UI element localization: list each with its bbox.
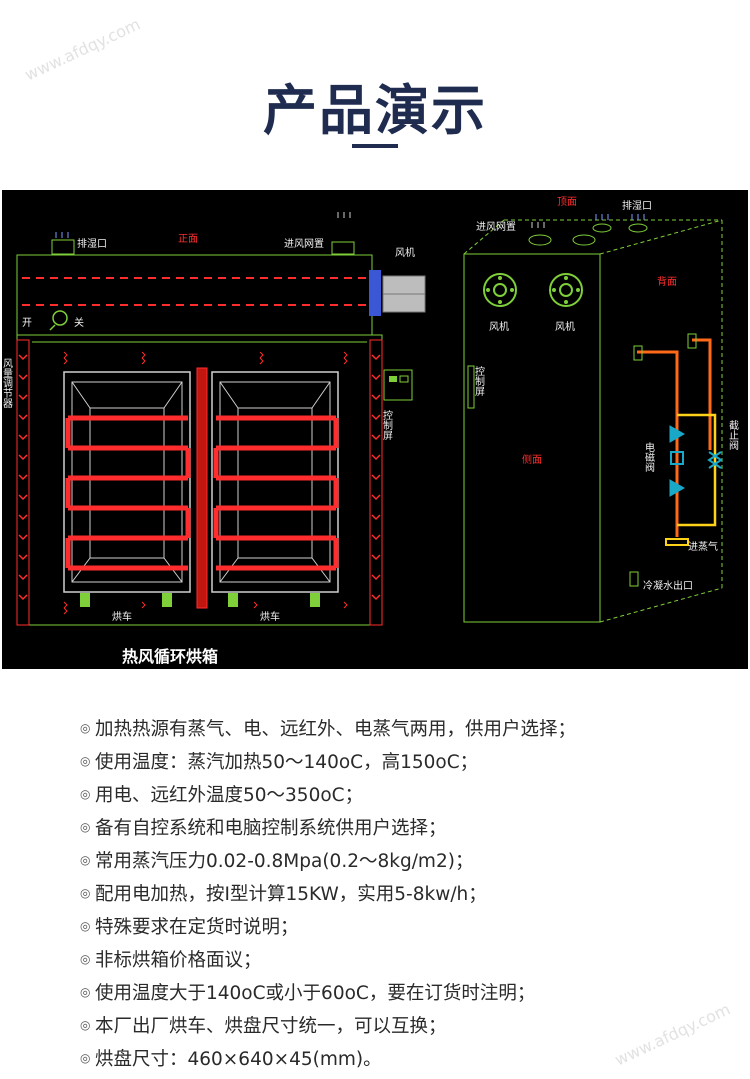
front-control-panel-icon <box>383 369 413 401</box>
spec-text: 非标烘箱价格面议； <box>95 949 262 971</box>
top-port-icon <box>528 234 552 246</box>
spec-item: ◎ 特殊要求在定货时说明； <box>80 909 740 942</box>
spec-item: ◎ 使用温度：蒸汽加热50～140oC，高150oC； <box>80 744 740 777</box>
side-front-face <box>463 253 601 623</box>
solenoid-valve-label: 电磁阀 <box>643 441 655 473</box>
spec-text: 配用电加热，按I型计算15KW，实用5-8kw/h； <box>95 883 487 905</box>
spec-text: 加热热源有蒸气、电、远红外、电蒸气两用，供用户选择； <box>95 718 577 740</box>
spec-item: ◎ 用电、远红外温度50～350oC； <box>80 777 740 810</box>
left-chevrons <box>18 354 28 601</box>
spec-item: ◎ 加热热源有蒸气、电、远红外、电蒸气两用，供用户选择； <box>80 711 740 744</box>
spec-text: 特殊要求在定货时说明； <box>95 916 299 938</box>
spec-item: ◎ 烘盘尺寸：460×640×45(mm)。 <box>80 1041 740 1074</box>
cart-left-label: 烘车 <box>112 610 132 623</box>
side-fan-right-icon <box>549 273 583 307</box>
side-fan-left-icon <box>483 273 517 307</box>
spec-item: ◎ 非标烘箱价格面议； <box>80 942 740 975</box>
spec-text: 本厂出厂烘车、烘盘尺寸统一，可以互换； <box>95 1015 447 1037</box>
bullet-icon: ◎ <box>80 918 91 933</box>
front-control-panel-label: 控制屏 <box>381 409 393 441</box>
side-air-inlet-label: 进风网置 <box>476 221 516 233</box>
bullet-icon: ◎ <box>80 984 91 999</box>
top-port-icon <box>592 223 612 233</box>
oven-diagram: 排湿口 正面 进风网置 风机 开 关 风量调节器 控制屏 烘车 烘车 顶面 <box>2 190 748 669</box>
title-underline <box>352 144 398 148</box>
front-air-inlet-label: 进风网置 <box>284 238 324 250</box>
bullet-icon: ◎ <box>80 819 91 834</box>
side-fan-left-label: 风机 <box>489 320 509 333</box>
side-control-panel-icon <box>467 365 475 409</box>
oven-diagram-svg: 排湿口 正面 进风网置 风机 开 关 风量调节器 控制屏 烘车 烘车 顶面 <box>2 196 739 666</box>
spec-text: 使用温度：蒸汽加热50～140oC，高150oC； <box>95 751 479 773</box>
top-duct <box>16 254 373 336</box>
top-view-label: 顶面 <box>557 196 577 208</box>
right-air-channel <box>369 339 383 626</box>
cart-right-label: 烘车 <box>260 610 280 623</box>
side-exhaust-label: 排湿口 <box>622 199 652 212</box>
spec-text: 烘盘尺寸：460×640×45(mm)。 <box>95 1048 382 1070</box>
switch-icon <box>52 310 68 326</box>
damper-label: 风量调节器 <box>2 358 13 409</box>
spec-item: ◎ 使用温度大于140oC或小于60oC，要在订货时注明； <box>80 975 740 1008</box>
fan-blade-icon <box>369 270 381 316</box>
center-heater <box>196 367 208 609</box>
page-title: 产品演示 <box>263 79 487 142</box>
bullet-icon: ◎ <box>80 951 91 966</box>
right-chevrons <box>371 354 381 601</box>
side-control-panel-label: 控制屏 <box>473 365 485 397</box>
spec-text: 备有自控系统和电脑控制系统供用户选择； <box>95 817 447 839</box>
steam-inlet-label: 进蒸气 <box>688 540 718 553</box>
spec-item: ◎ 备有自控系统和电脑控制系统供用户选择； <box>80 810 740 843</box>
switch-off-label: 关 <box>74 316 84 329</box>
back-face-label: 背面 <box>657 275 677 288</box>
front-exhaust-label: 排湿口 <box>77 237 107 250</box>
front-view: 排湿口 正面 进风网置 风机 开 关 风量调节器 控制屏 烘车 烘车 <box>2 212 426 626</box>
steam-piping <box>629 333 723 587</box>
exhaust-vent-lines <box>55 232 69 238</box>
cart-left <box>63 371 191 607</box>
spec-list: ◎ 加热热源有蒸气、电、远红外、电蒸气两用，供用户选择； ◎ 使用温度：蒸汽加热50～… <box>80 711 740 1074</box>
spec-item: ◎ 本厂出厂烘车、烘盘尺寸统一，可以互换； <box>80 1008 740 1041</box>
bullet-icon: ◎ <box>80 1050 91 1065</box>
side-face-label: 侧面 <box>522 453 542 466</box>
spec-item: ◎ 配用电加热，按I型计算15KW，实用5-8kw/h； <box>80 876 740 909</box>
left-air-channel <box>16 339 30 626</box>
bullet-icon: ◎ <box>80 720 91 735</box>
bullet-icon: ◎ <box>80 1017 91 1032</box>
cart-right <box>211 371 339 607</box>
top-port-icon <box>628 223 648 233</box>
air-inlet-icon <box>331 241 355 255</box>
condensate-outlet-label: 冷凝水出口 <box>643 579 693 592</box>
switch-on-label: 开 <box>22 318 32 329</box>
top-port-icon <box>572 234 596 246</box>
bullet-icon: ◎ <box>80 786 91 801</box>
exhaust-port-icon <box>51 239 75 255</box>
bullet-icon: ◎ <box>80 753 91 768</box>
spec-text: 使用温度大于140oC或小于60oC，要在订货时注明； <box>95 982 536 1004</box>
air-flow-arrows-bottom <box>63 601 348 615</box>
bullet-icon: ◎ <box>80 852 91 867</box>
side-view: 顶面 进风网置 排湿口 风机 风机 控制屏 侧面 背面 <box>463 196 739 623</box>
bullet-icon: ◎ <box>80 885 91 900</box>
side-fan-right-label: 风机 <box>555 320 575 333</box>
spec-text: 常用蒸汽压力0.02-0.8Mpa(0.2～8kg/m2)； <box>95 850 474 872</box>
air-flow-arrows <box>63 351 348 365</box>
stop-valve-label: 截止阀 <box>727 419 739 451</box>
inlet-vent-lines <box>337 212 351 218</box>
front-fan-label: 风机 <box>395 246 415 259</box>
spec-text: 用电、远红外温度50～350oC； <box>95 784 364 806</box>
spec-item: ◎ 常用蒸汽压力0.02-0.8Mpa(0.2～8kg/m2)； <box>80 843 740 876</box>
diagram-caption: 热风循环烘箱 <box>122 647 218 666</box>
front-view-label: 正面 <box>178 234 198 245</box>
